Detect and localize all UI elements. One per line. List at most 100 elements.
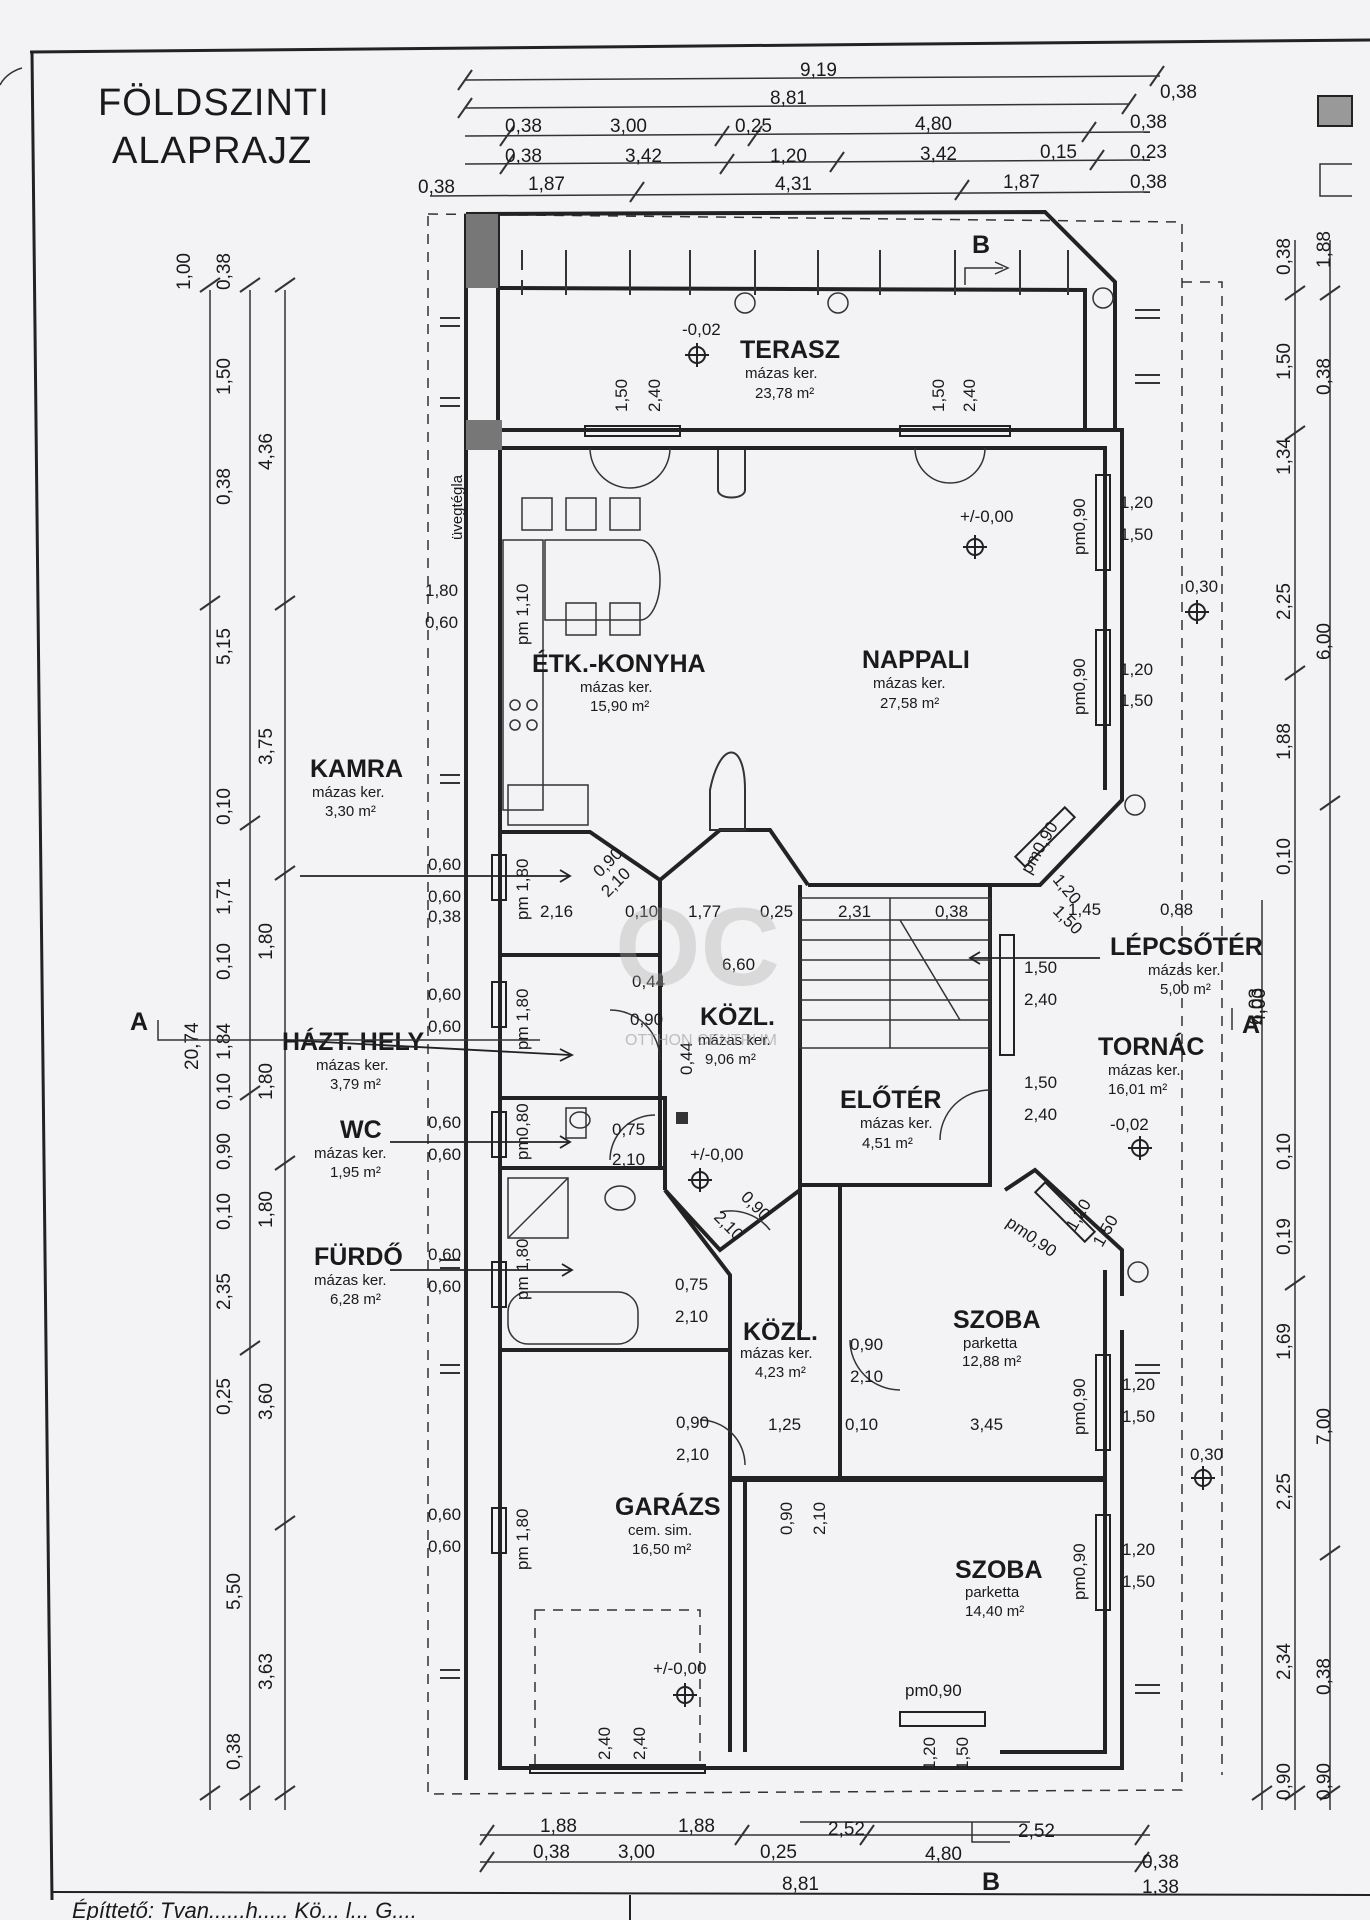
od-29: 1,45: [1068, 900, 1101, 919]
dim-bottom-r2-d: 4,80: [925, 1844, 962, 1865]
od-46: 2,10: [612, 1150, 645, 1169]
od-11: pm0,90: [1070, 658, 1089, 715]
dim-right-10: 2,25: [1274, 1473, 1295, 1510]
dim-left-15: 5,50: [224, 1573, 245, 1610]
dim-left-inner-1: 4,36: [256, 433, 277, 470]
room-haztartasi-area: 3,79 m²: [330, 1076, 381, 1093]
od-13: 1,50: [1120, 691, 1153, 710]
terrace-edge-marks: [521, 250, 1069, 295]
od-68: 0,60: [428, 1537, 461, 1556]
od-70: 0,90: [777, 1502, 796, 1535]
dim-right-8: 0,19: [1274, 1218, 1295, 1255]
dim-top-r3-e: 0,38: [1130, 112, 1167, 133]
dim-left-14: 0,25: [214, 1378, 235, 1415]
dim-right-1: 0,38: [1274, 238, 1295, 275]
od-25: 1,77: [688, 902, 721, 921]
room-szoba2-area: 14,40 m²: [965, 1603, 1024, 1620]
dim-right-total: 6,03: [1246, 988, 1267, 1025]
od-62: 0,90: [676, 1413, 709, 1432]
dim-right-5: 1,88: [1274, 723, 1295, 760]
room-konyha-area: 15,90 m²: [590, 698, 649, 715]
legend-empty-box: [1319, 163, 1352, 197]
od-53: 0,60: [428, 1277, 461, 1296]
room-tornac-name: TORNÁC: [1098, 1032, 1204, 1061]
od-75: pm0,90: [905, 1681, 962, 1700]
od-4: 2,40: [960, 379, 979, 412]
room-wc-floor: mázas ker.: [314, 1145, 387, 1162]
level-markers: +/-0,00 0,30 0,30: [673, 343, 1223, 1707]
east-level-1: 0,30: [1185, 577, 1218, 596]
od-39: 0,44: [677, 1042, 696, 1075]
dim-left-inner-5: 1,80: [256, 1191, 277, 1228]
od-42: 0,60: [428, 1113, 461, 1132]
dim-top-r5-e: 0,38: [1130, 172, 1167, 193]
dim-right-mid-4: 4,00: [1249, 988, 1270, 1025]
od-63: 2,10: [676, 1445, 709, 1464]
od-79: 2,40: [630, 1727, 649, 1760]
room-kamra-floor: mázas ker.: [312, 784, 385, 801]
od-74: 1,50: [1122, 1572, 1155, 1591]
dim-left-4: 0,38: [214, 468, 235, 505]
od-1: 1,50: [612, 379, 631, 412]
plan-title-line2: ALAPRAJZ: [112, 130, 312, 172]
od-27: 2,31: [838, 902, 871, 921]
dim-top-r3-d: 4,80: [915, 114, 952, 135]
od-41: 2,40: [1024, 1105, 1057, 1124]
od-33: 2,40: [1024, 990, 1057, 1009]
room-terasz-name: TERASZ: [740, 336, 840, 364]
od-12: 1,20: [1120, 660, 1153, 679]
dim-top-r4-d: 3,42: [920, 144, 957, 165]
dimension-lines: [209, 75, 1331, 1863]
room-haztartasi-floor: mázas ker.: [316, 1057, 389, 1074]
dim-top-r5-d: 1,87: [1003, 172, 1040, 193]
room-furdo-name: FÜRDŐ: [314, 1242, 403, 1271]
dim-top-r4-e: 0,15: [1040, 142, 1077, 163]
dim-left-2: 0,38: [214, 253, 235, 290]
room-szoba1-name: SZOBA: [953, 1306, 1041, 1334]
dim-bottom-r2-c: 0,25: [760, 1842, 797, 1863]
dim-right-3: 1,34: [1274, 438, 1295, 475]
left-dimensions: 1,00 0,38 1,50 0,38 5,15 0,10 1,71 0,10 …: [174, 253, 277, 1770]
dim-right-12: 0,90: [1274, 1763, 1295, 1800]
room-nappali-area: 27,58 m²: [880, 695, 939, 712]
od-76: 1,20: [920, 1737, 939, 1770]
dimension-ticks: [199, 65, 1341, 1873]
kitchen-furniture: [502, 497, 661, 826]
od-60: 1,20: [1122, 1375, 1155, 1394]
dim-left-total: 20,74: [182, 1022, 203, 1070]
dim-top-r3-c: 0,25: [735, 116, 772, 137]
od-24: 0,10: [625, 902, 658, 921]
od-40: 1,50: [1024, 1073, 1057, 1092]
od-43: 0,60: [428, 1145, 461, 1164]
room-konyha-name: ÉTK.-KONYHA: [532, 649, 706, 678]
watermark-text: OTTHON CENTRUM: [625, 1032, 777, 1049]
room-eloter-area: 4,51 m²: [862, 1135, 913, 1152]
room-kamra-area: 3,30 m²: [325, 803, 376, 820]
od-34: 0,60: [428, 985, 461, 1004]
dim-top-r5-a: 0,38: [418, 177, 455, 198]
dim-right-mid-6: 0,38: [1314, 1658, 1335, 1695]
tornac-level: -0,02: [1110, 1115, 1149, 1134]
room-wc-name: WC: [340, 1116, 382, 1144]
plan-title-line1: FÖLDSZINTI: [98, 82, 330, 124]
legend-hatch-box: [1317, 95, 1353, 127]
room-lepcso-name: LÉPCSŐTÉR: [1110, 932, 1263, 961]
room-nappali-floor: mázas ker.: [873, 675, 946, 692]
room-eloter-floor: mázas ker.: [860, 1115, 933, 1132]
dim-top-r2-a: 8,81: [770, 88, 807, 109]
od-6: 1,20: [1120, 493, 1153, 512]
od-35: 0,60: [428, 1017, 461, 1036]
section-marks: A A B B: [130, 231, 1260, 1896]
section-b-bottom: B: [982, 1868, 1000, 1896]
room-kozl2-area: 4,23 m²: [755, 1364, 806, 1381]
od-56: 2,10: [675, 1307, 708, 1326]
od-30: 0,88: [1160, 900, 1193, 919]
od-9: 1,80: [425, 581, 458, 600]
od-37: 0,44: [632, 972, 665, 991]
staircase: [799, 897, 991, 1049]
room-kozl2-floor: mázas ker.: [740, 1345, 813, 1362]
od-67: 0,60: [428, 1505, 461, 1524]
dim-bottom-r1-d: 2,52: [1018, 1821, 1055, 1842]
dim-left-13: 2,35: [214, 1273, 235, 1310]
room-nappali-name: NAPPALI: [862, 646, 970, 674]
